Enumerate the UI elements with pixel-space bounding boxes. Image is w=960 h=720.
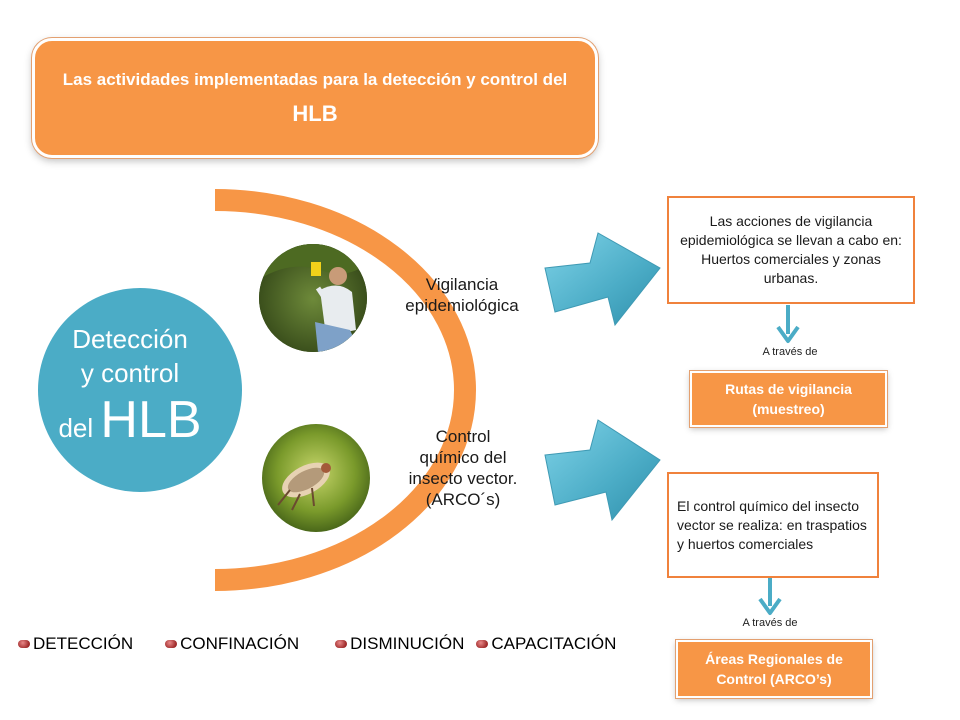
center-circle: [38, 288, 242, 492]
title-hlb: HLB: [292, 101, 338, 126]
vigilancia-means-box: Rutas de vigilancia (muestreo): [690, 371, 887, 427]
control-means-box: Áreas Regionales de Control (ARCO’s): [676, 640, 872, 698]
bullet-dot-icon: [335, 640, 348, 648]
arrow-right-bottom: [544, 419, 661, 522]
bullet-label-deteccion: DETECCIÓN: [33, 634, 134, 653]
bullet-item-capacitacion: CAPACITACIÓN: [476, 634, 616, 654]
node-label-vigilancia: Vigilancia epidemiológica: [372, 274, 552, 316]
node-label-vigilancia-line1: Vigilancia: [425, 275, 499, 294]
vigilancia-means-line1: Rutas de vigilancia: [725, 381, 852, 397]
center-line-2: y control: [80, 358, 180, 388]
orange-arc: [214, 189, 476, 591]
vigilancia-via: A través de: [762, 346, 818, 358]
title-banner: Las actividades implementadas para la de…: [32, 38, 598, 158]
node-label-control-line4: (ARCO´s): [425, 490, 501, 509]
title-text: Las actividades implementadas para la de…: [62, 70, 568, 89]
bullet-label-capacitacion: CAPACITACIÓN: [491, 634, 617, 653]
psyllid-photo: [259, 421, 373, 535]
bullet-item-disminucion: DISMINUCIÓN: [335, 634, 464, 654]
bullet-dot-icon: [476, 640, 489, 648]
center-line-3a: del: [58, 413, 94, 443]
node-label-control-line1: Control: [435, 427, 491, 446]
bullet-label-disminucion: DISMINUCIÓN: [350, 634, 465, 653]
center-label: Detección y control del HLB: [40, 322, 220, 450]
center-line-1: Detección: [72, 324, 188, 354]
bullet-list: DETECCIÓN CONFINACIÓN DISMINUCIÓN CAPACI…: [18, 634, 628, 654]
node-label-control-line3: insecto vector.: [408, 469, 518, 488]
center-hlb: HLB: [100, 391, 202, 449]
vigilancia-means-line2: (muestreo): [752, 401, 825, 417]
control-detail-text: El control químico del insecto vector se…: [677, 497, 867, 552]
bullet-item-deteccion: DETECCIÓN: [18, 634, 133, 654]
bullet-label-confinacion: CONFINACIÓN: [180, 634, 300, 653]
node-label-control: Control químico del insecto vector. (ARC…: [368, 426, 558, 510]
control-via: A través de: [742, 617, 798, 629]
bullet-item-confinacion: CONFINACIÓN: [165, 634, 299, 654]
vigilancia-detail-box: Las acciones de vigilancia epidemiológic…: [667, 196, 915, 304]
vigilancia-detail-text: Las acciones de vigilancia epidemiológic…: [680, 213, 902, 286]
control-detail-box: El control químico del insecto vector se…: [667, 472, 879, 578]
bullet-dot-icon: [165, 640, 178, 648]
node-label-control-line2: químico del: [419, 448, 507, 467]
control-means-line2: Control (ARCO’s): [716, 671, 832, 687]
vigilance-photo: [256, 241, 370, 355]
arrow-down-2: [758, 578, 782, 615]
control-means-line1: Áreas Regionales de: [705, 651, 843, 667]
bullet-dot-icon: [18, 640, 30, 648]
arrow-right-top: [544, 232, 661, 327]
arrow-down-1: [776, 305, 800, 343]
node-label-vigilancia-line2: epidemiológica: [405, 296, 519, 315]
